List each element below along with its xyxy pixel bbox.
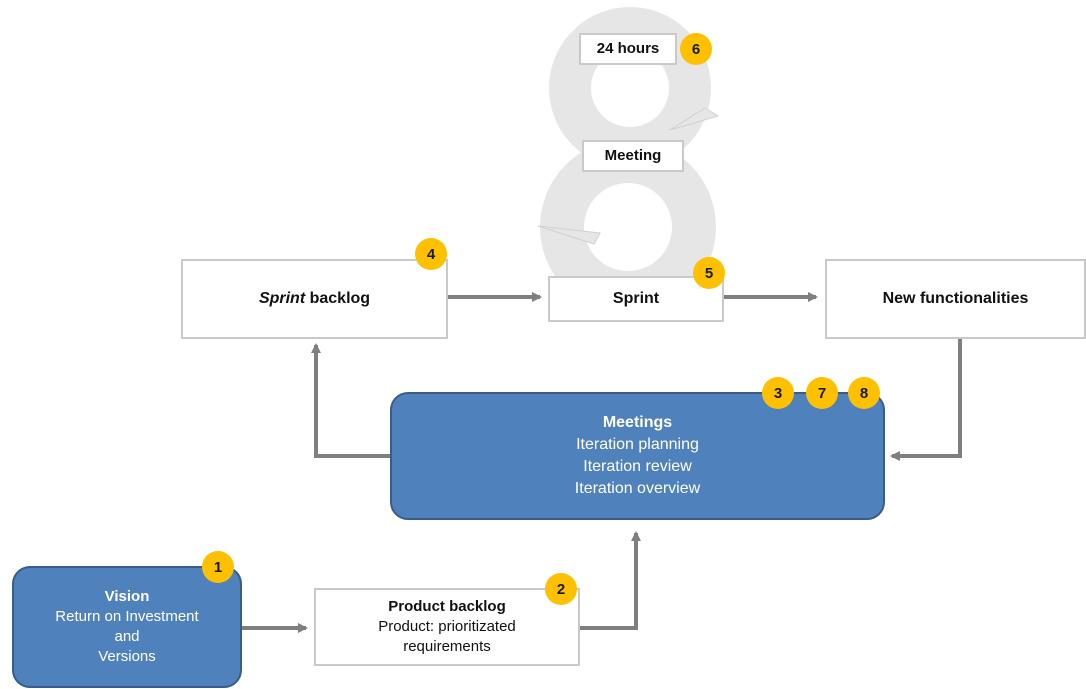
meetings-line: Iteration review [583,458,692,475]
meeting-label-box: Meeting [582,140,684,172]
cycle-arrowhead-upper [669,107,720,131]
sprint-backlog-label: Sprint backlog [259,288,370,310]
cycle-lower-ring [540,139,716,315]
sprint-box: Sprint [548,276,724,322]
daily-cycle-label-box: 24 hours [579,33,677,65]
vision-box: Vision Return on Investment and Versions [12,566,242,688]
step-badge-1: 1 [202,551,234,583]
meetings-title: Meetings [602,414,673,431]
step-badge-5: 5 [693,257,725,289]
new-functionalities-label: New functionalities [882,290,1029,307]
arrow-productbacklog-to-meetings [580,531,641,630]
vision-title: Vision [104,588,150,605]
step-badge-8: 8 [848,377,880,409]
product-backlog-line: requirements [403,638,491,655]
new-functionalities-box: New functionalities [825,259,1086,339]
step-badge-4: 4 [415,238,447,270]
meetings-box: Meetings Iteration planning Iteration re… [390,392,885,520]
product-backlog-box: Product backlog Product: prioritizated r… [314,588,580,666]
step-badge-2: 2 [545,573,577,605]
sprint-backlog-rest: backlog [305,290,371,307]
product-backlog-line: Product: prioritizated [378,618,516,635]
vision-line: and [114,628,140,645]
step-badge-3: 3 [762,377,794,409]
meeting-label: Meeting [604,147,662,164]
vision-line: Return on Investment [55,608,199,625]
product-backlog-title: Product backlog [388,598,506,615]
cycle-arrowhead-lower [537,225,601,245]
daily-cycle-label: 24 hours [596,40,660,57]
sprint-backlog-italic: Sprint [258,290,306,307]
sprint-backlog-box: Sprint backlog [181,259,448,339]
sprint-label: Sprint [612,290,660,307]
meetings-line: Iteration planning [576,436,699,453]
arrow-meetings-to-sprintbacklog [311,343,392,458]
meetings-line: Iteration overview [574,480,701,497]
step-badge-7: 7 [806,377,838,409]
vision-line: Versions [98,648,156,665]
arrow-newfunctionalities-to-meetings [890,338,962,461]
step-badge-6: 6 [680,33,712,65]
